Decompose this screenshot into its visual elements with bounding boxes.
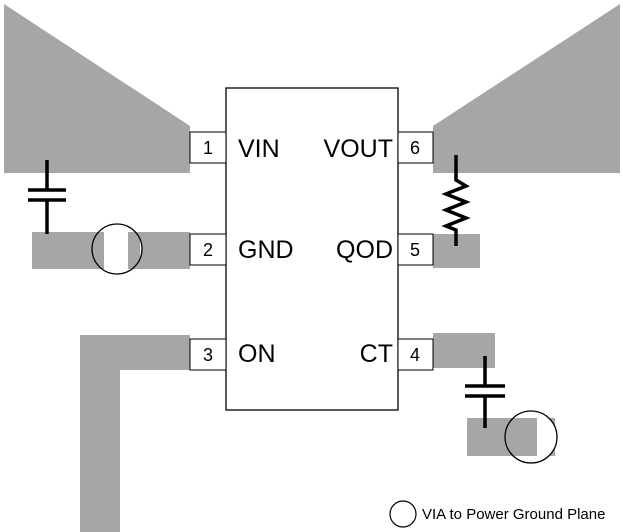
pin-5-pad: [397, 233, 434, 266]
ct-via: [504, 410, 558, 464]
input-capacitor: [28, 160, 66, 234]
pin-6-pad: [397, 131, 434, 164]
pin-2-pad: [189, 233, 227, 266]
legend-text: VIA to Power Ground Plane: [422, 506, 605, 523]
pin-4-number: 4: [410, 345, 420, 365]
ct-capacitor: [465, 356, 505, 428]
vout-copper-pour: [433, 4, 620, 173]
vin-copper-pour: [4, 4, 190, 173]
pin-5-number: 5: [410, 240, 420, 260]
pin-3-number: 3: [203, 345, 213, 365]
on-trace: [80, 335, 190, 532]
pin-6-label: VOUT: [324, 135, 393, 163]
pin-6-number: 6: [410, 138, 420, 158]
pin-4-pad: [397, 338, 434, 371]
gnd-via: [91, 223, 143, 275]
pin-2-label: GND: [238, 236, 294, 264]
circle-icon: [389, 500, 417, 528]
pin-5-label: QOD: [336, 236, 393, 264]
qod-resistor: [441, 155, 471, 246]
pin-3-label: ON: [238, 340, 276, 368]
pin-1-label: VIN: [238, 135, 280, 163]
pin-1-number: 1: [203, 138, 213, 158]
pin-4-label: CT: [360, 340, 393, 368]
pin-2-number: 2: [203, 240, 213, 260]
pin-1-pad: [189, 131, 227, 164]
pin-3-pad: [189, 338, 227, 371]
